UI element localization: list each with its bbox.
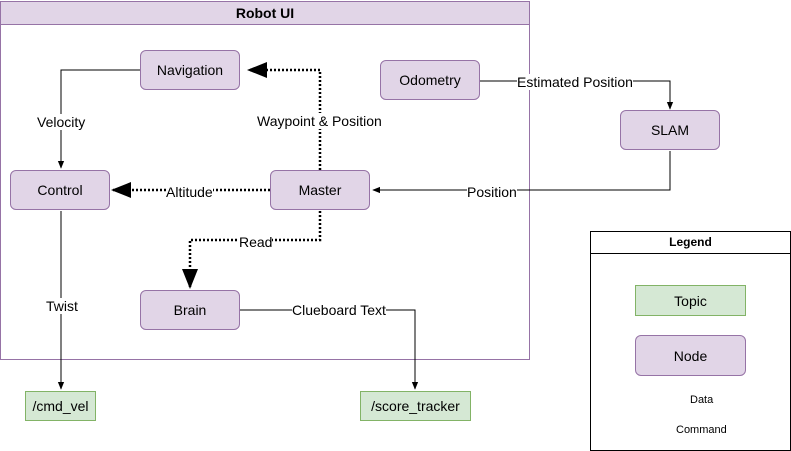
node-brain-label: Brain bbox=[173, 302, 207, 318]
node-odometry-label: Odometry bbox=[399, 72, 461, 88]
legend-topic-swatch: Topic bbox=[635, 285, 746, 316]
container-title: Robot UI bbox=[1, 2, 529, 25]
legend-node-label: Node bbox=[673, 347, 708, 364]
topic-cmd-vel[interactable]: /cmd_vel bbox=[25, 391, 96, 421]
edge-label-waypoint-position: Waypoint & Position bbox=[257, 113, 382, 129]
node-brain[interactable]: Brain bbox=[140, 290, 240, 330]
node-odometry[interactable]: Odometry bbox=[380, 60, 480, 100]
legend-data-label: Data bbox=[690, 394, 714, 406]
node-master[interactable]: Master bbox=[270, 170, 370, 210]
legend-command-label: Command bbox=[676, 424, 727, 436]
edge-label-velocity: Velocity bbox=[37, 114, 86, 130]
edge-label-clueboard-text: Clueboard Text bbox=[292, 302, 386, 318]
edge-label-altitude: Altitude bbox=[166, 184, 213, 200]
node-slam[interactable]: SLAM bbox=[620, 110, 720, 150]
edge-label-position: Position bbox=[467, 184, 517, 200]
legend-topic-label: Topic bbox=[674, 292, 707, 309]
edge-clueboard-text bbox=[240, 309, 419, 390]
node-control-label: Control bbox=[37, 182, 83, 198]
edge-velocity bbox=[57, 69, 140, 169]
edge-label-estimated-position: Estimated Position bbox=[517, 74, 633, 90]
legend-title: Legend bbox=[591, 232, 790, 254]
node-navigation-label: Navigation bbox=[156, 62, 224, 78]
edge-label-twist: Twist bbox=[46, 298, 78, 314]
node-master-label: Master bbox=[298, 182, 342, 198]
node-control[interactable]: Control bbox=[10, 170, 110, 210]
topic-score-tracker[interactable]: /score_tracker bbox=[360, 391, 471, 421]
edge-label-read: Read bbox=[239, 234, 273, 250]
topic-score-tracker-label: /score_tracker bbox=[371, 398, 460, 414]
node-slam-label: SLAM bbox=[650, 122, 690, 138]
topic-cmd-vel-label: /cmd_vel bbox=[32, 398, 89, 414]
node-navigation[interactable]: Navigation bbox=[140, 50, 240, 90]
edge-position bbox=[372, 151, 671, 194]
legend-node-swatch: Node bbox=[635, 335, 746, 376]
edge-waypoint-position bbox=[247, 62, 322, 170]
